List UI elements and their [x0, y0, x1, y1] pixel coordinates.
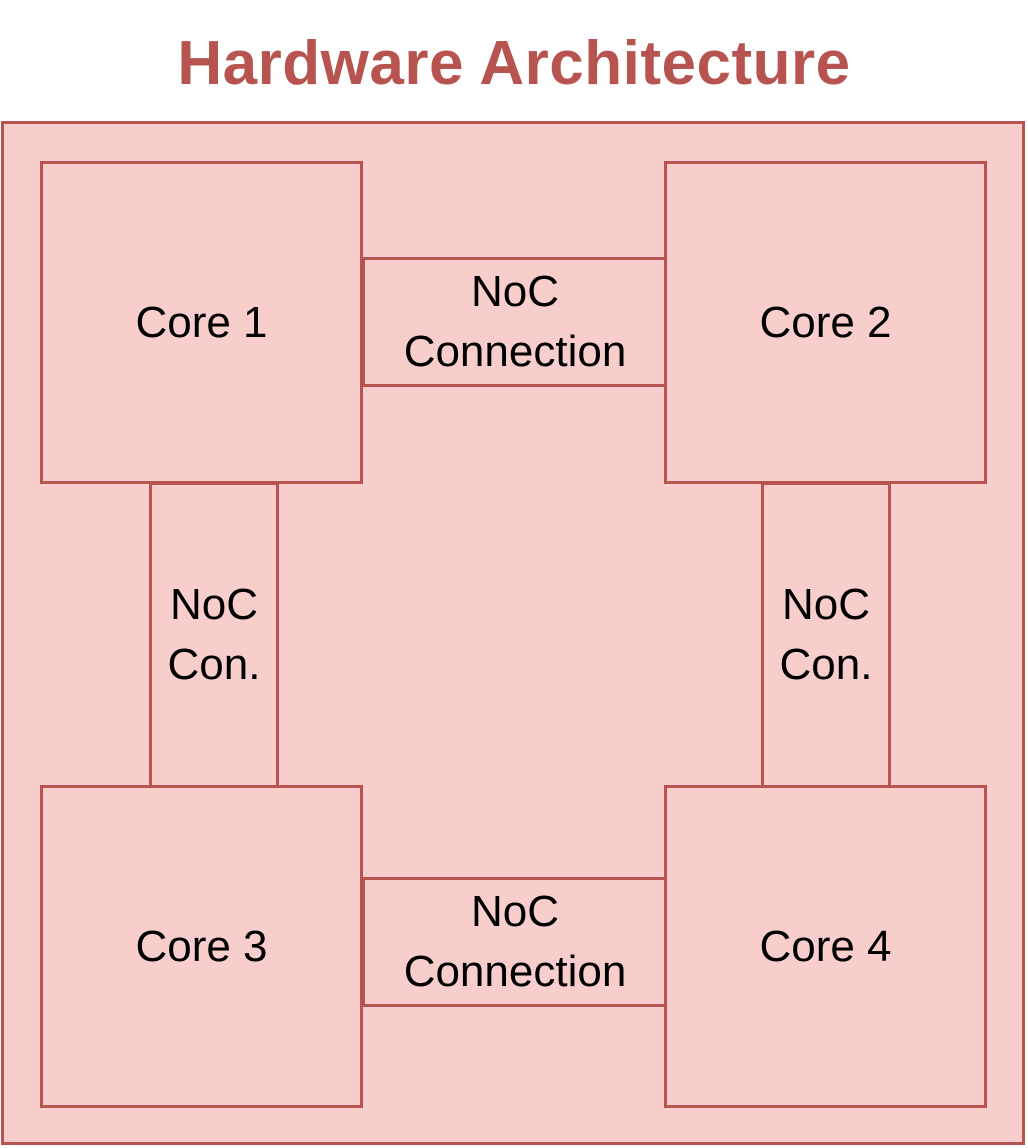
noc-link-top: NoC Connection — [362, 257, 668, 387]
noc-link-bottom-line1: NoC — [470, 887, 559, 936]
noc-link-bottom-line2: Connection — [403, 947, 627, 996]
core-4-label: Core 4 — [759, 921, 892, 971]
core-2-label: Core 2 — [759, 297, 892, 347]
core-1-label: Core 1 — [135, 297, 268, 347]
noc-link-top-line2: Connection — [403, 327, 627, 376]
chip-board: NoC Connection NoC Connection NoC Con. N… — [1, 121, 1025, 1145]
noc-link-right-line2: Con. — [779, 640, 873, 689]
core-3: Core 3 — [40, 785, 363, 1108]
noc-link-right: NoC Con. — [761, 482, 891, 788]
core-2: Core 2 — [664, 161, 987, 484]
core-3-label: Core 3 — [135, 921, 268, 971]
noc-link-left-line1: NoC — [169, 580, 258, 629]
core-1: Core 1 — [40, 161, 363, 484]
noc-link-left-line2: Con. — [167, 640, 261, 689]
diagram-title: Hardware Architecture — [177, 29, 851, 98]
noc-link-top-line1: NoC — [470, 267, 559, 316]
noc-link-right-line1: NoC — [781, 580, 870, 629]
noc-link-bottom: NoC Connection — [362, 877, 668, 1007]
core-4: Core 4 — [664, 785, 987, 1108]
noc-link-left: NoC Con. — [149, 482, 279, 788]
